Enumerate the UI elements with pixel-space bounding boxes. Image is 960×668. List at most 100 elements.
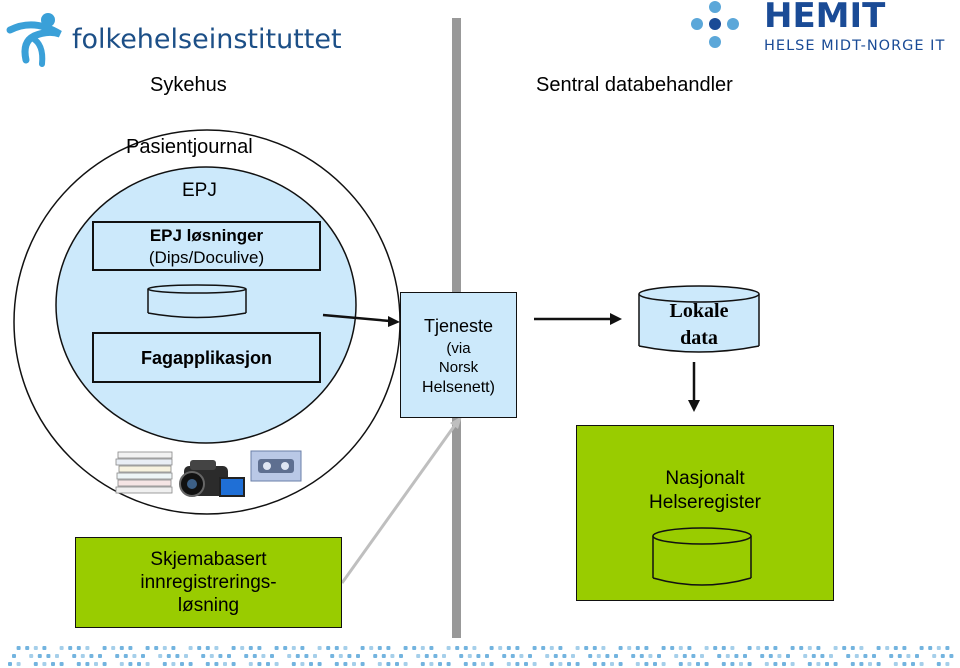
band-dot (760, 654, 765, 658)
band-dot (502, 654, 507, 658)
band-dot (790, 646, 795, 650)
band-dot (424, 654, 429, 658)
band-dot (833, 646, 838, 650)
band-dot (188, 646, 193, 650)
band-dot (764, 646, 769, 650)
band-dot (524, 662, 528, 666)
band-dot (515, 646, 520, 650)
band-dot (816, 662, 821, 666)
band-dot (175, 654, 180, 658)
band-dot (678, 662, 683, 666)
fhi-logo-text: folkehelseinstituttet (72, 24, 342, 55)
band-dot (197, 646, 202, 650)
cross-dots-icon (691, 1, 739, 48)
band-dot (876, 646, 881, 650)
band-dot (790, 662, 795, 666)
band-dot (369, 646, 374, 650)
band-dot (614, 654, 618, 658)
band-dot (687, 646, 692, 650)
band-dot (244, 654, 249, 658)
band-dot (463, 662, 468, 666)
band-dot (317, 646, 322, 650)
band-dot (902, 662, 907, 666)
band-dot (352, 662, 356, 666)
band-dot (214, 646, 219, 650)
band-dot (596, 654, 601, 658)
band-dot (902, 646, 907, 650)
band-dot (291, 646, 296, 650)
band-dot (111, 646, 116, 650)
band-dot (532, 646, 537, 650)
band-dot (713, 646, 718, 650)
band-dot (773, 646, 778, 650)
band-dot (76, 646, 81, 650)
band-dot (442, 654, 446, 658)
epj-label: EPJ (182, 180, 217, 201)
band-dot (893, 662, 898, 666)
band-dot (700, 654, 704, 658)
band-dot (682, 654, 687, 658)
band-dot (89, 654, 94, 658)
band-dot (553, 654, 558, 658)
band-dot (631, 654, 636, 658)
band-dot (911, 662, 915, 666)
band-dot (889, 654, 894, 658)
band-dot (541, 646, 546, 650)
band-dot (485, 654, 489, 658)
band-dot (205, 662, 210, 666)
band-dot (820, 654, 825, 658)
band-dot (395, 662, 399, 666)
band-dot (510, 654, 515, 658)
band-dot (283, 646, 288, 650)
band-dot (231, 646, 236, 650)
band-dot (377, 646, 382, 650)
band-dot (313, 654, 317, 658)
band-dot (416, 654, 421, 658)
band-dot (205, 646, 210, 650)
band-dot (123, 654, 128, 658)
band-dot (588, 654, 593, 658)
band-dot (42, 662, 47, 666)
band-dot (184, 654, 188, 658)
band-dot (214, 662, 219, 666)
band-dot (145, 662, 150, 666)
band-dot (743, 654, 747, 658)
band-dot (782, 662, 786, 666)
band-dot (807, 662, 812, 666)
band-dot (252, 654, 257, 658)
arrow-local-to-registry (688, 362, 700, 412)
band-dot (562, 654, 567, 658)
band-dot (489, 646, 494, 650)
band-dot (618, 662, 623, 666)
band-dot (188, 662, 193, 666)
band-dot (506, 662, 511, 666)
band-dot (326, 646, 331, 650)
band-dot (730, 662, 735, 666)
band-dot (119, 646, 124, 650)
band-dot (897, 654, 902, 658)
band-dot (571, 654, 575, 658)
band-dot (72, 654, 77, 658)
band-dot (756, 646, 761, 650)
band-dot (162, 646, 167, 650)
band-dot (932, 654, 937, 658)
band-dot (635, 646, 640, 650)
arrow-service-to-local (534, 313, 622, 325)
form-box: Skjemabasert innregistrerings- løsning (75, 537, 342, 628)
band-dot (33, 646, 38, 650)
band-dot (223, 662, 227, 666)
band-dot (145, 646, 150, 650)
band-dot (158, 654, 163, 658)
band-dot (481, 662, 485, 666)
band-dot (240, 646, 245, 650)
arrow-form-to-service (340, 416, 462, 584)
band-dot (915, 654, 919, 658)
band-dot (459, 654, 464, 658)
band-dot (498, 646, 503, 650)
heading-sentral: Sentral databehandler (536, 74, 733, 96)
band-dot (807, 646, 812, 650)
band-dot (854, 654, 859, 658)
band-dot (945, 662, 950, 666)
service-box: Tjeneste (via Norsk Helsenett) (400, 292, 517, 418)
band-dot (115, 654, 120, 658)
